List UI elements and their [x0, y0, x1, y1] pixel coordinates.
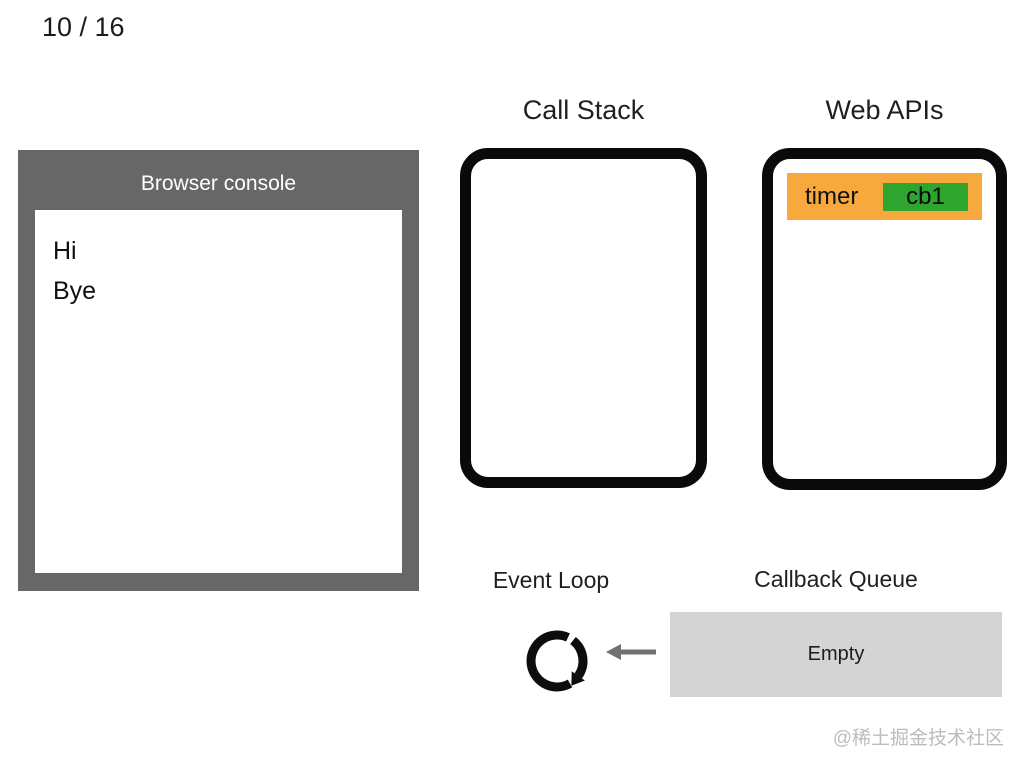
web-api-timer-item: timer cb1 — [787, 173, 982, 220]
event-loop-title: Event Loop — [492, 567, 610, 593]
left-arrow-icon — [606, 644, 656, 660]
console-log-line: Bye — [53, 277, 97, 305]
callback-chip: cb1 — [883, 183, 968, 211]
call-stack-box — [460, 148, 707, 488]
callback-queue-box: Empty — [670, 612, 1002, 697]
callback-queue-title: Callback Queue — [754, 566, 918, 592]
web-apis-box: timer cb1 — [762, 148, 1007, 490]
callback-queue-status: Empty — [807, 643, 865, 665]
page-indicator: 10 / 16 — [42, 12, 125, 42]
circular-arrow-icon — [526, 630, 588, 692]
web-apis-title: Web APIs — [825, 95, 944, 125]
browser-console-panel: Browser console Hi Bye — [18, 150, 419, 591]
timer-label: timer — [805, 182, 859, 210]
watermark: @稀土掘金技术社区 — [832, 728, 1004, 749]
console-log-line: Hi — [53, 237, 77, 265]
call-stack-title: Call Stack — [522, 95, 645, 125]
browser-console-output: Hi Bye — [35, 210, 402, 573]
browser-console-title: Browser console — [140, 172, 297, 195]
